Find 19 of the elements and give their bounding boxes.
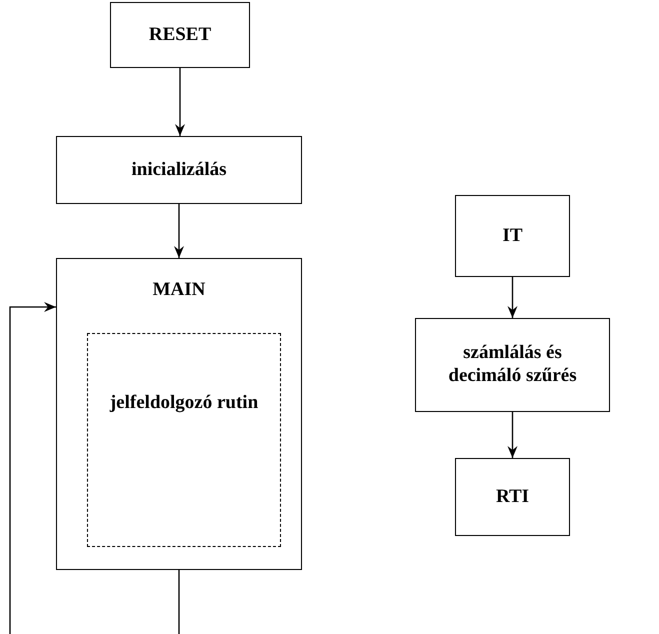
box-label: számlálás és decimáló szűrés	[447, 342, 578, 388]
box-label: inicializálás	[132, 158, 226, 182]
arrow	[508, 412, 518, 458]
box-label: RESET	[148, 24, 212, 46]
process-box	[56, 258, 302, 570]
arrow	[175, 68, 185, 136]
arrow	[508, 277, 518, 318]
process-box	[110, 2, 250, 68]
process-box	[56, 136, 302, 204]
process-box	[455, 458, 570, 536]
dashed-box	[87, 333, 281, 547]
box-label: MAIN	[152, 279, 206, 302]
box-label: IT	[502, 224, 523, 248]
arrow	[174, 204, 184, 258]
box-label: jelfeldolgozó rutin	[110, 392, 258, 415]
process-box	[415, 318, 610, 412]
box-label: RTI	[496, 486, 530, 508]
process-box	[455, 195, 570, 277]
arrow	[9, 302, 56, 634]
